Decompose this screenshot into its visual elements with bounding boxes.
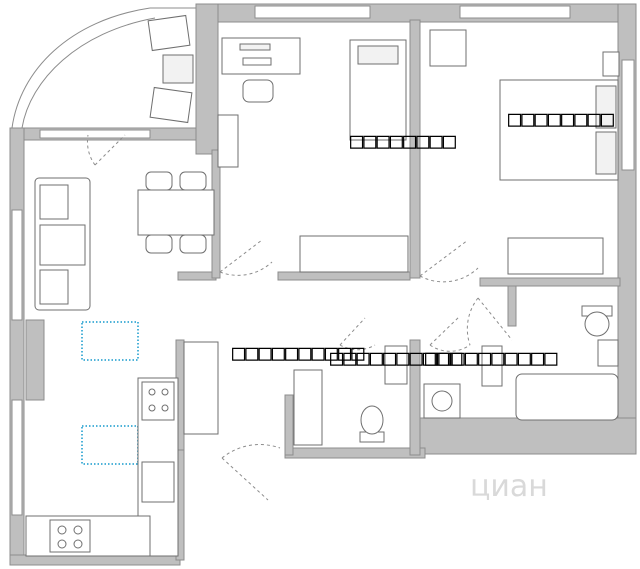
dining-chair xyxy=(145,234,173,254)
burner xyxy=(148,388,156,396)
room-label: □□□□□□□□□□ xyxy=(232,341,365,366)
burner xyxy=(161,388,169,396)
burner xyxy=(148,404,156,412)
balcony-table xyxy=(162,54,194,84)
floor-zone xyxy=(81,321,139,361)
dining-chair xyxy=(145,171,173,191)
window-top-left xyxy=(39,129,151,139)
room-label: □□□□□□□□□□ xyxy=(425,346,558,371)
window-top-2 xyxy=(459,5,571,19)
hall-wardrobe xyxy=(183,341,219,435)
wardrobe xyxy=(299,235,409,273)
balcony-chair xyxy=(147,14,191,52)
dining-chair xyxy=(179,171,207,191)
bookshelf xyxy=(217,114,239,168)
wall-bath-left xyxy=(507,285,517,327)
dining-table xyxy=(137,189,215,236)
nightstand xyxy=(429,29,467,67)
office-chair xyxy=(242,79,274,103)
door-swing xyxy=(221,444,281,501)
bathtub xyxy=(515,373,619,421)
cooktop xyxy=(49,519,91,553)
wall-wc-left xyxy=(284,394,294,456)
monitor xyxy=(239,43,271,51)
wall-bedroom-divider xyxy=(409,19,421,279)
wall-wc-right xyxy=(409,339,421,456)
dining-chair xyxy=(179,234,207,254)
sofa-cushion xyxy=(39,269,69,305)
bath-toilet xyxy=(584,311,610,337)
pillow xyxy=(357,45,399,65)
window-left-2 xyxy=(11,399,23,516)
door-swing xyxy=(87,134,126,166)
watermark: циан xyxy=(470,469,548,504)
window-top-1 xyxy=(254,5,371,19)
keyboard xyxy=(242,57,272,66)
wall-bottom-hall xyxy=(284,447,426,459)
desk xyxy=(221,37,301,75)
nightstand xyxy=(602,51,620,77)
sofa-cushion xyxy=(39,184,69,220)
wall-rooms-bottom-3 xyxy=(479,277,621,287)
pillow xyxy=(595,85,617,129)
pillow xyxy=(595,131,617,175)
door-swing xyxy=(419,239,479,283)
burner xyxy=(73,525,83,535)
wc-shelf xyxy=(293,369,323,446)
door-swing xyxy=(466,297,513,346)
bath-washbasin-2 xyxy=(597,339,619,367)
wardrobe xyxy=(507,237,604,275)
wall-column-2 xyxy=(25,319,45,401)
door-swing xyxy=(219,239,273,276)
balcony-chair xyxy=(149,86,193,124)
room-label: □□□□□□□□ xyxy=(508,107,615,132)
window-right xyxy=(621,59,635,171)
balcony-outline-inner xyxy=(21,17,156,129)
window-left-1 xyxy=(11,209,23,321)
balcony-outline xyxy=(11,7,151,129)
door-swing xyxy=(339,317,376,351)
door-swing xyxy=(429,315,471,352)
bath-washbasin xyxy=(481,345,503,387)
toilet xyxy=(360,405,384,435)
burner xyxy=(73,539,83,549)
burner xyxy=(161,404,169,412)
room-label: □□□□□□□□□□ xyxy=(330,346,463,371)
washbasin xyxy=(384,345,408,385)
floor-zone xyxy=(81,425,139,465)
kitchen-sink xyxy=(141,461,175,503)
wall-rooms-bottom-1 xyxy=(177,271,217,281)
wall-column xyxy=(195,3,219,155)
wall-rooms-bottom-2 xyxy=(277,271,411,281)
room-label: □□□□□□□□ xyxy=(350,129,457,154)
wall-bottom-bath xyxy=(419,417,637,455)
washing-machine-drum xyxy=(431,390,453,412)
burner xyxy=(57,539,67,549)
sofa-cushion xyxy=(39,224,86,266)
burner xyxy=(57,525,67,535)
stove xyxy=(141,381,175,421)
